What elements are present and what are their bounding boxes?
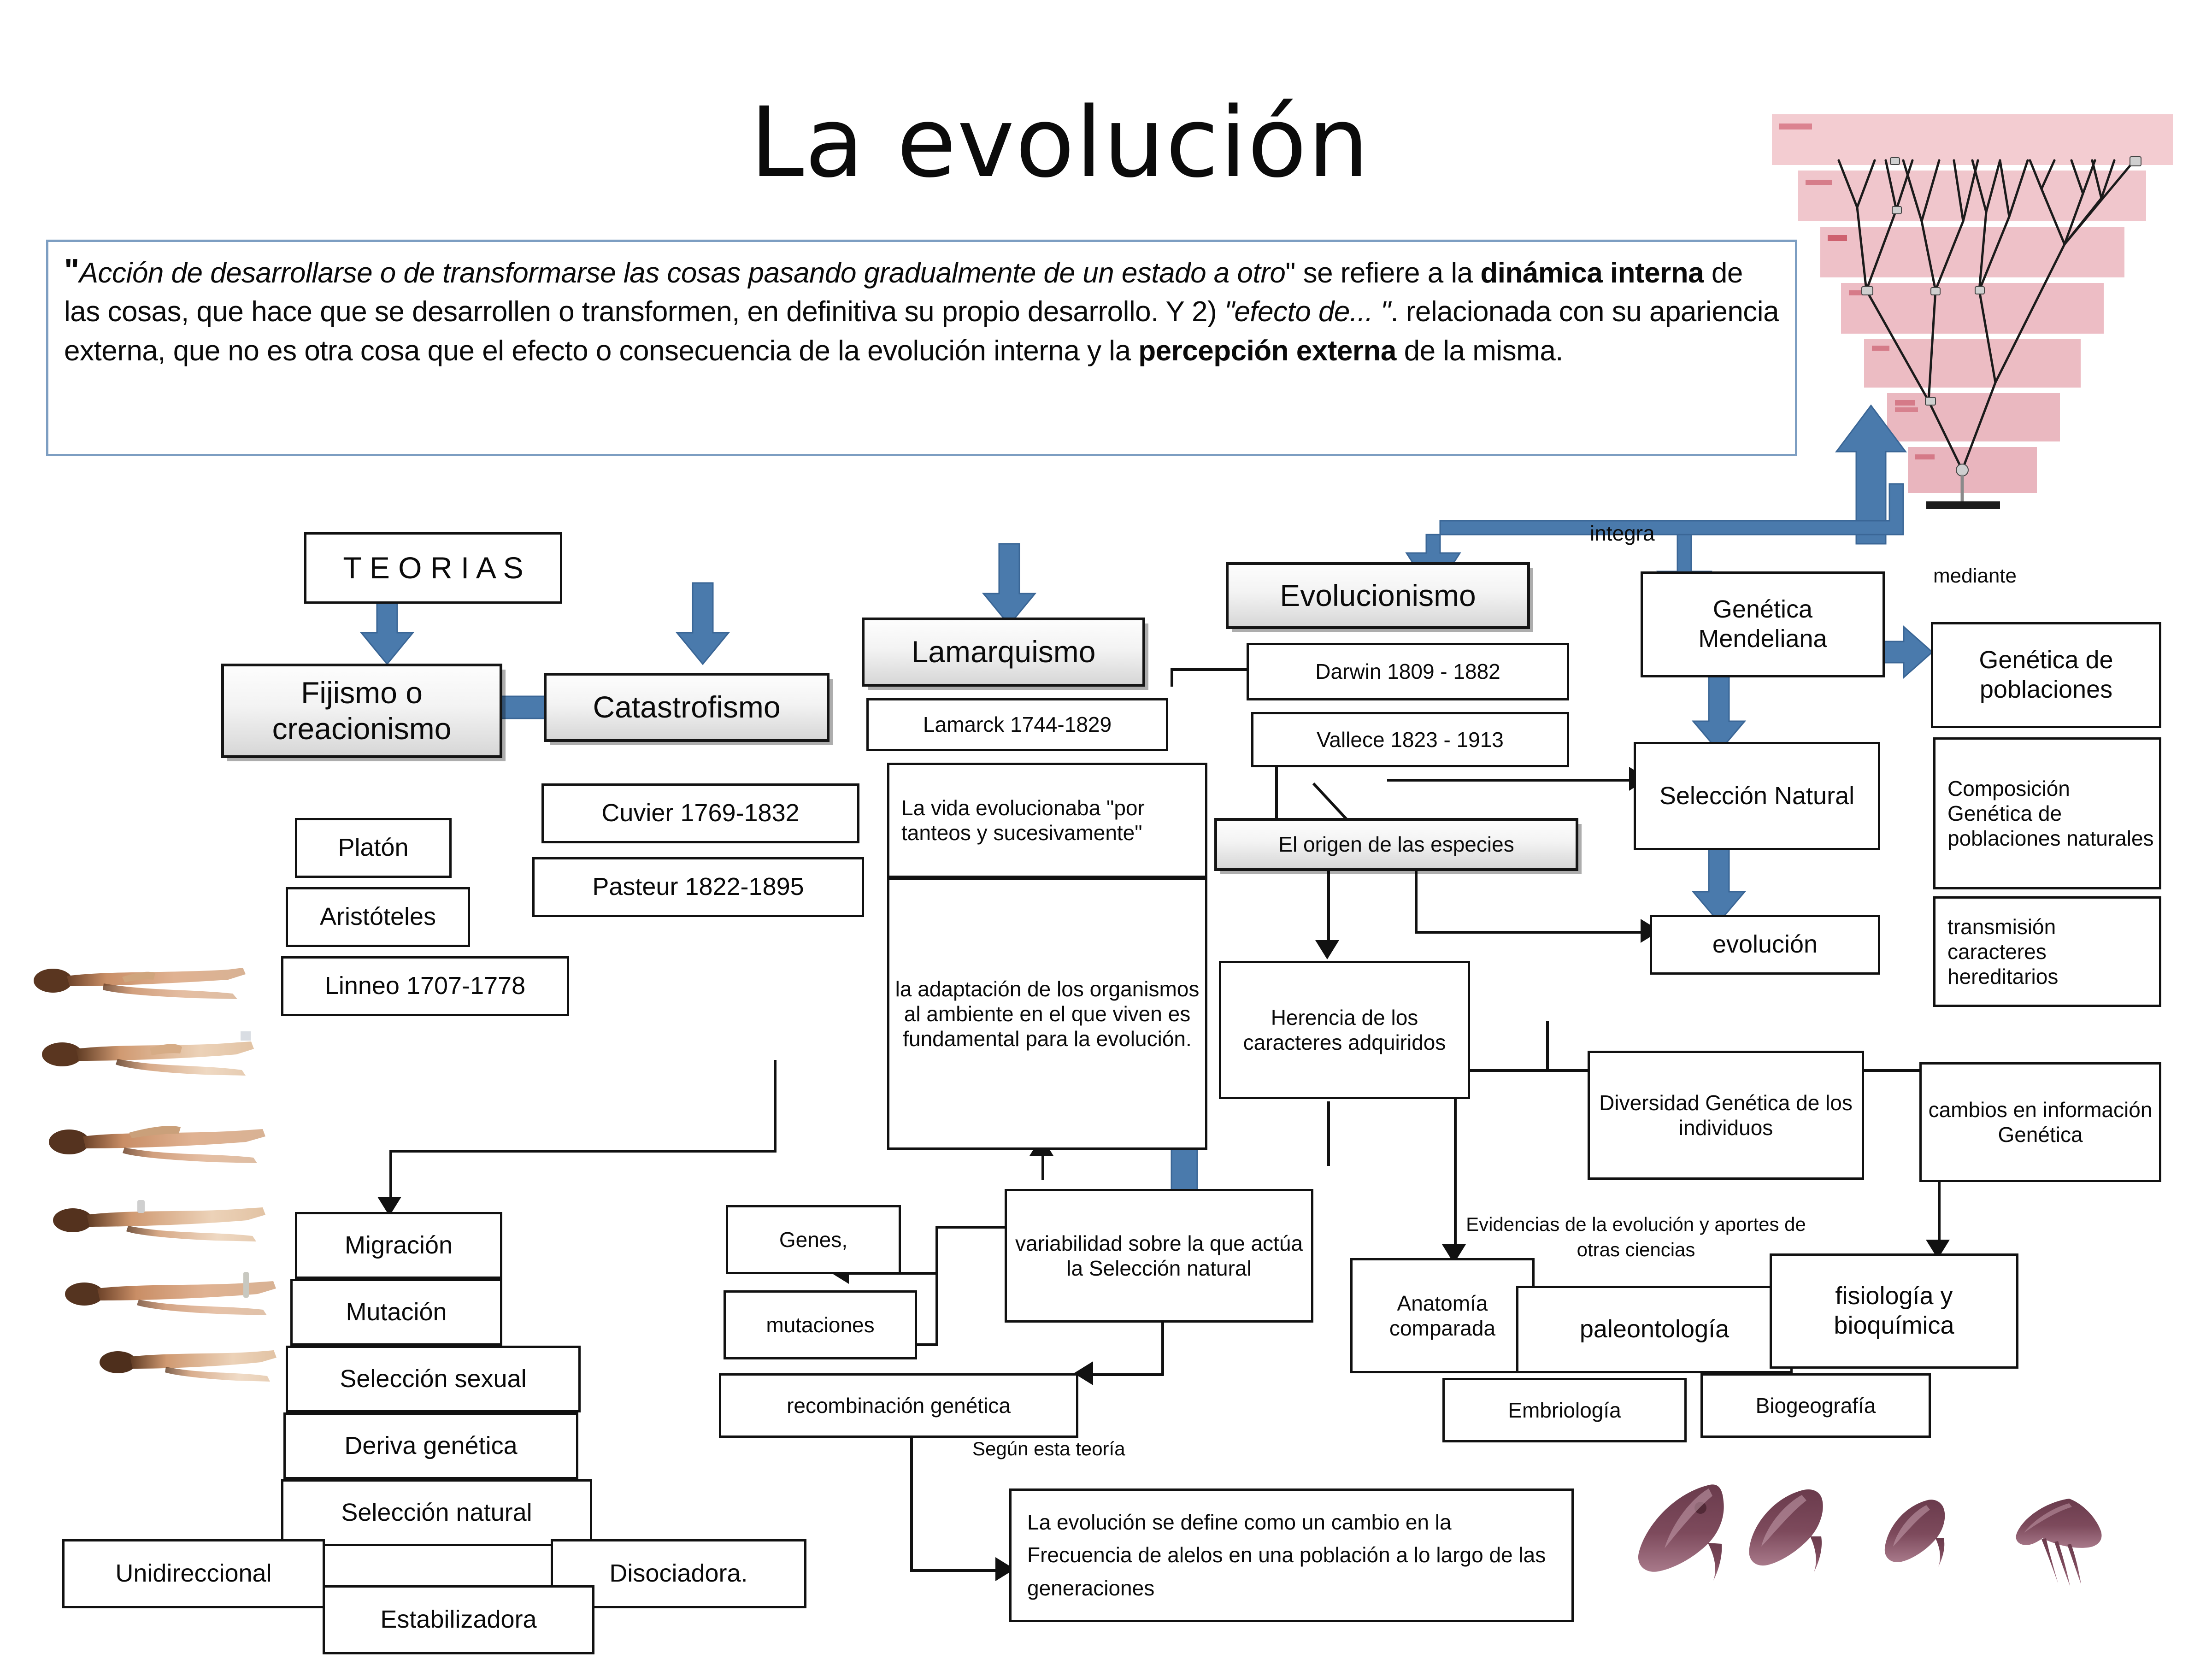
connector-origen-evolucion-v [1415,869,1418,933]
node-aristoteles[interactable]: Aristóteles [286,887,470,947]
node-definicion-evolucion[interactable]: La evolución se define como un cambio en… [1009,1488,1574,1622]
connector-var-recomb-v [1161,1290,1164,1376]
node-catastrofismo[interactable]: Catastrofismo [544,673,830,742]
connector-segun-v [910,1387,913,1571]
node-lamarck-adaptacion[interactable]: la adaptación de los organismos al ambie… [887,878,1207,1150]
node-fijismo-creacionismo[interactable]: Fijismo o creacionismo [221,664,502,758]
label-mediante: mediante [1933,565,2017,587]
node-diversidad-genetica[interactable]: Diversidad Genética de los individuos [1588,1051,1864,1180]
connector-right-drop [774,1060,777,1152]
arrow-to-herencia [1315,940,1339,959]
definition-quote-box: "Acción de desarrollarse o de transforma… [46,240,1797,456]
label-evidencias-evolucion: Evidencias de la evolución y aportes de … [1466,1213,1806,1260]
node-unidireccional[interactable]: Unidireccional [62,1539,325,1608]
node-genetica-mendeliana[interactable]: Genética Mendeliana [1641,571,1885,677]
node-recombinacion-genetica[interactable]: recombinación genética [719,1373,1078,1438]
node-cuvier[interactable]: Cuvier 1769-1832 [541,783,859,843]
blue-arrow-mendeliana-to-seleccion [1687,674,1751,753]
node-seleccion-natural-derecha[interactable]: Selección Natural [1634,742,1880,850]
phylogenetic-tree-image [1770,106,2175,512]
connector-segun-h [910,1569,998,1572]
quote-bold-percepcion: percepción externa [1138,335,1396,367]
quote-italic-part: Acción de desarrollarse o de transformar… [79,257,1286,289]
node-embriologia[interactable]: Embriología [1442,1378,1687,1442]
connector-transmision-drop [1546,1021,1549,1071]
node-evolucionismo[interactable]: Evolucionismo [1226,562,1530,629]
node-mutaciones[interactable]: mutaciones [724,1290,917,1359]
connector-linneo-migracion-h [389,1150,777,1153]
node-genes[interactable]: Genes, [726,1205,901,1274]
node-composicion-genetica[interactable]: Composición Genética de poblaciones natu… [1933,737,2161,889]
node-pasteur[interactable]: Pasteur 1822-1895 [532,857,864,917]
connector-lamarck-variabilidad [1041,1152,1044,1180]
node-linneo[interactable]: Linneo 1707-1778 [281,956,569,1016]
connector-var-genes-h2 [935,1226,1014,1229]
quote-bold-dinamica: dinámica interna [1480,257,1704,289]
connector-origen-herencia [1327,869,1330,942]
node-migracion[interactable]: Migración [295,1212,502,1279]
finch-beaks-image [1631,1475,2161,1618]
node-paleontologia[interactable]: paleontología [1516,1286,1793,1373]
node-mutacion[interactable]: Mutación [290,1279,502,1346]
node-teorias[interactable]: T E O R I A S [304,532,562,604]
connector-origen-evolucion-h [1415,931,1645,934]
quote-seg3: de las cosas, que hace que se desarrolle… [64,257,1743,328]
connector-herencia-down [1327,1101,1330,1166]
label-segun-esta-teoria: Según esta teoría [972,1438,1125,1459]
connector-linneo-migracion-v [389,1150,392,1200]
connector-lamarquismo-darwin-h [1171,668,1300,671]
connector-var-genes-v [935,1226,938,1272]
connector-var-mut-v [935,1272,938,1346]
node-variabilidad[interactable]: variabilidad sobre la que actúa la Selec… [1005,1189,1313,1323]
node-darwin[interactable]: Darwin 1809 - 1882 [1247,643,1569,700]
quote-italic-efecto: "efecto de... " [1224,296,1391,328]
node-deriva-genetica[interactable]: Deriva genética [283,1412,578,1479]
human-evolution-figures-image [18,949,276,1410]
node-estabilizadora[interactable]: Estabilizadora [323,1585,594,1654]
blue-arrow-seleccion-to-evolucion [1687,845,1751,924]
blue-arrow-up-to-tree [1825,404,1917,545]
connector-diversidad-left-v [1454,1069,1457,1249]
node-lamarck-idea[interactable]: La vida evolucionaba "por tanteos y suce… [887,763,1207,878]
connector-lamarquismo-darwin-v [1171,668,1173,687]
quote-seg4: . relacionada con su apariencia externa,… [64,296,1779,367]
node-evolucion[interactable]: evolución [1650,915,1880,975]
node-lamarquismo[interactable]: Lamarquismo [862,618,1145,687]
node-lamarck[interactable]: Lamarck 1744-1829 [866,698,1168,751]
node-herencia-caracteres[interactable]: Herencia de los caracteres adquiridos [1219,961,1470,1099]
node-transmision-caracteres[interactable]: transmisión caracteres hereditarios [1933,896,2161,1007]
node-origen-especies[interactable]: El origen de las especies [1214,818,1578,871]
node-cambios-informacion[interactable]: cambios en información Genética [1919,1062,2161,1182]
quote-seg2: " se refiere a la [1285,257,1481,289]
connector-var-recomb-h [1092,1373,1164,1376]
node-seleccion-sexual[interactable]: Selección sexual [286,1346,581,1412]
node-genetica-poblaciones[interactable]: Genética de poblaciones [1931,622,2161,728]
quote-seg5: de la misma. [1396,335,1564,367]
node-seleccion-natural-izquierda[interactable]: Selección natural [281,1479,592,1546]
label-integra: integra [1590,521,1655,545]
blue-arrow-down-lamarquismo [977,543,1041,627]
node-platon[interactable]: Platón [295,818,452,878]
node-fisiologia-bioquimica[interactable]: fisiología y bioquímica [1770,1253,2018,1369]
node-biogeografia[interactable]: Biogeografía [1700,1373,1931,1438]
blue-arrow-down-catastrofismo [671,582,735,666]
page-title: La evolución [750,86,1370,199]
node-wallace[interactable]: Vallece 1823 - 1913 [1251,712,1569,767]
node-anatomia-comparada[interactable]: Anatomía comparada [1350,1258,1535,1373]
quote-paragraph: "Acción de desarrollarse o de transforma… [64,254,1779,371]
connector-wallace-to-seleccion [1387,779,1631,782]
quote-open-mark: " [64,252,79,288]
